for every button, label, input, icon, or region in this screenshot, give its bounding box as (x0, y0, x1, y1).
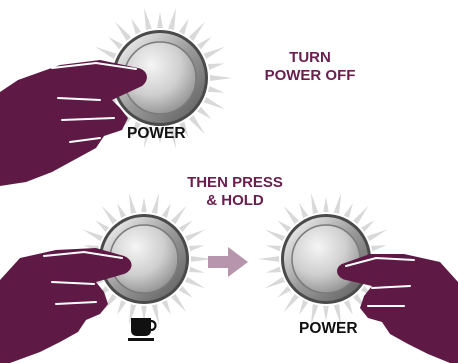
glow-ray (168, 7, 177, 31)
glow-ray (343, 203, 353, 218)
glow-ray (178, 18, 189, 35)
power-label-top: POWER (127, 125, 186, 142)
glow-ray (95, 220, 110, 232)
step2-line2: & HOLD (206, 192, 264, 209)
glow-ray (185, 229, 206, 242)
coffee-cup-icon (128, 318, 157, 341)
glow-ray (188, 21, 205, 41)
glow-ray (101, 205, 117, 225)
arrow-right-icon (208, 247, 248, 277)
step1-instruction: TURN POWER OFF (245, 50, 375, 83)
glow-ray (151, 192, 160, 214)
glow-ray (367, 229, 388, 242)
glow-ray (190, 256, 212, 262)
glow-ray (353, 205, 369, 225)
glow-ray (141, 305, 147, 321)
power-label-bottom: POWER (299, 320, 358, 337)
glow-ray (128, 304, 137, 326)
step1-line2: POWER OFF (264, 67, 356, 84)
glow-ray (283, 205, 299, 225)
glow-ray (203, 46, 225, 60)
glow-ray (178, 220, 193, 232)
glow-ray (178, 121, 189, 138)
glow-ray (310, 192, 319, 214)
glow-ray (258, 256, 280, 262)
glow-ray (168, 125, 177, 149)
coffee-button[interactable] (99, 214, 189, 304)
glow-ray (265, 245, 281, 252)
step2-line1: THEN PRESS (187, 174, 283, 191)
glow-ray (178, 286, 193, 298)
glow-ray (115, 21, 132, 41)
glow-ray (203, 96, 225, 110)
glow-ray (189, 245, 205, 252)
glow-ray (143, 125, 152, 149)
glow-ray (141, 197, 147, 213)
glow-ray (360, 220, 375, 232)
glow-ray (157, 127, 163, 144)
glow-ray (185, 276, 206, 289)
glow-ray (82, 229, 103, 242)
power-button-top[interactable] (112, 30, 208, 126)
glow-ray (277, 220, 292, 232)
pointing-hand-bottom-right (337, 254, 458, 363)
glow-ray (264, 229, 285, 242)
glow-ray (323, 305, 329, 321)
glow-ray (157, 12, 163, 29)
glow-ray (151, 304, 160, 326)
glow-ray (143, 7, 152, 31)
glow-ray (161, 300, 171, 315)
glow-ray (171, 293, 187, 313)
glow-ray (323, 197, 329, 213)
glow-ray (209, 75, 232, 81)
glow-ray (207, 86, 225, 93)
glow-ray (101, 293, 117, 313)
glow-ray (95, 46, 117, 60)
glow-ray (189, 266, 205, 273)
glow-ray (371, 245, 387, 252)
glow-ray (197, 106, 212, 120)
glow-ray (108, 36, 123, 50)
glow-ray (265, 266, 281, 273)
glow-ray (310, 304, 319, 326)
glow-ray (188, 115, 205, 135)
glow-ray (131, 18, 142, 35)
glow-ray (117, 300, 127, 315)
step2-instruction: THEN PRESS & HOLD (170, 175, 300, 208)
pointing-hand-bottom-left (0, 248, 132, 363)
glow-ray (197, 36, 212, 50)
glow-ray (283, 293, 299, 313)
glow-ray (299, 203, 309, 218)
glow-ray (333, 192, 342, 214)
glow-ray (299, 300, 309, 315)
glow-ray (264, 276, 285, 289)
glow-ray (277, 286, 292, 298)
glow-ray (333, 304, 342, 326)
glow-ray (171, 205, 187, 225)
glow-ray (207, 63, 225, 70)
glow-ray (343, 300, 353, 315)
step1-line1: TURN (289, 49, 331, 66)
glow-ray (117, 203, 127, 218)
glow-ray (131, 121, 142, 138)
glow-ray (128, 192, 137, 214)
glow-ray (161, 203, 171, 218)
pointing-hand-top (0, 60, 147, 186)
